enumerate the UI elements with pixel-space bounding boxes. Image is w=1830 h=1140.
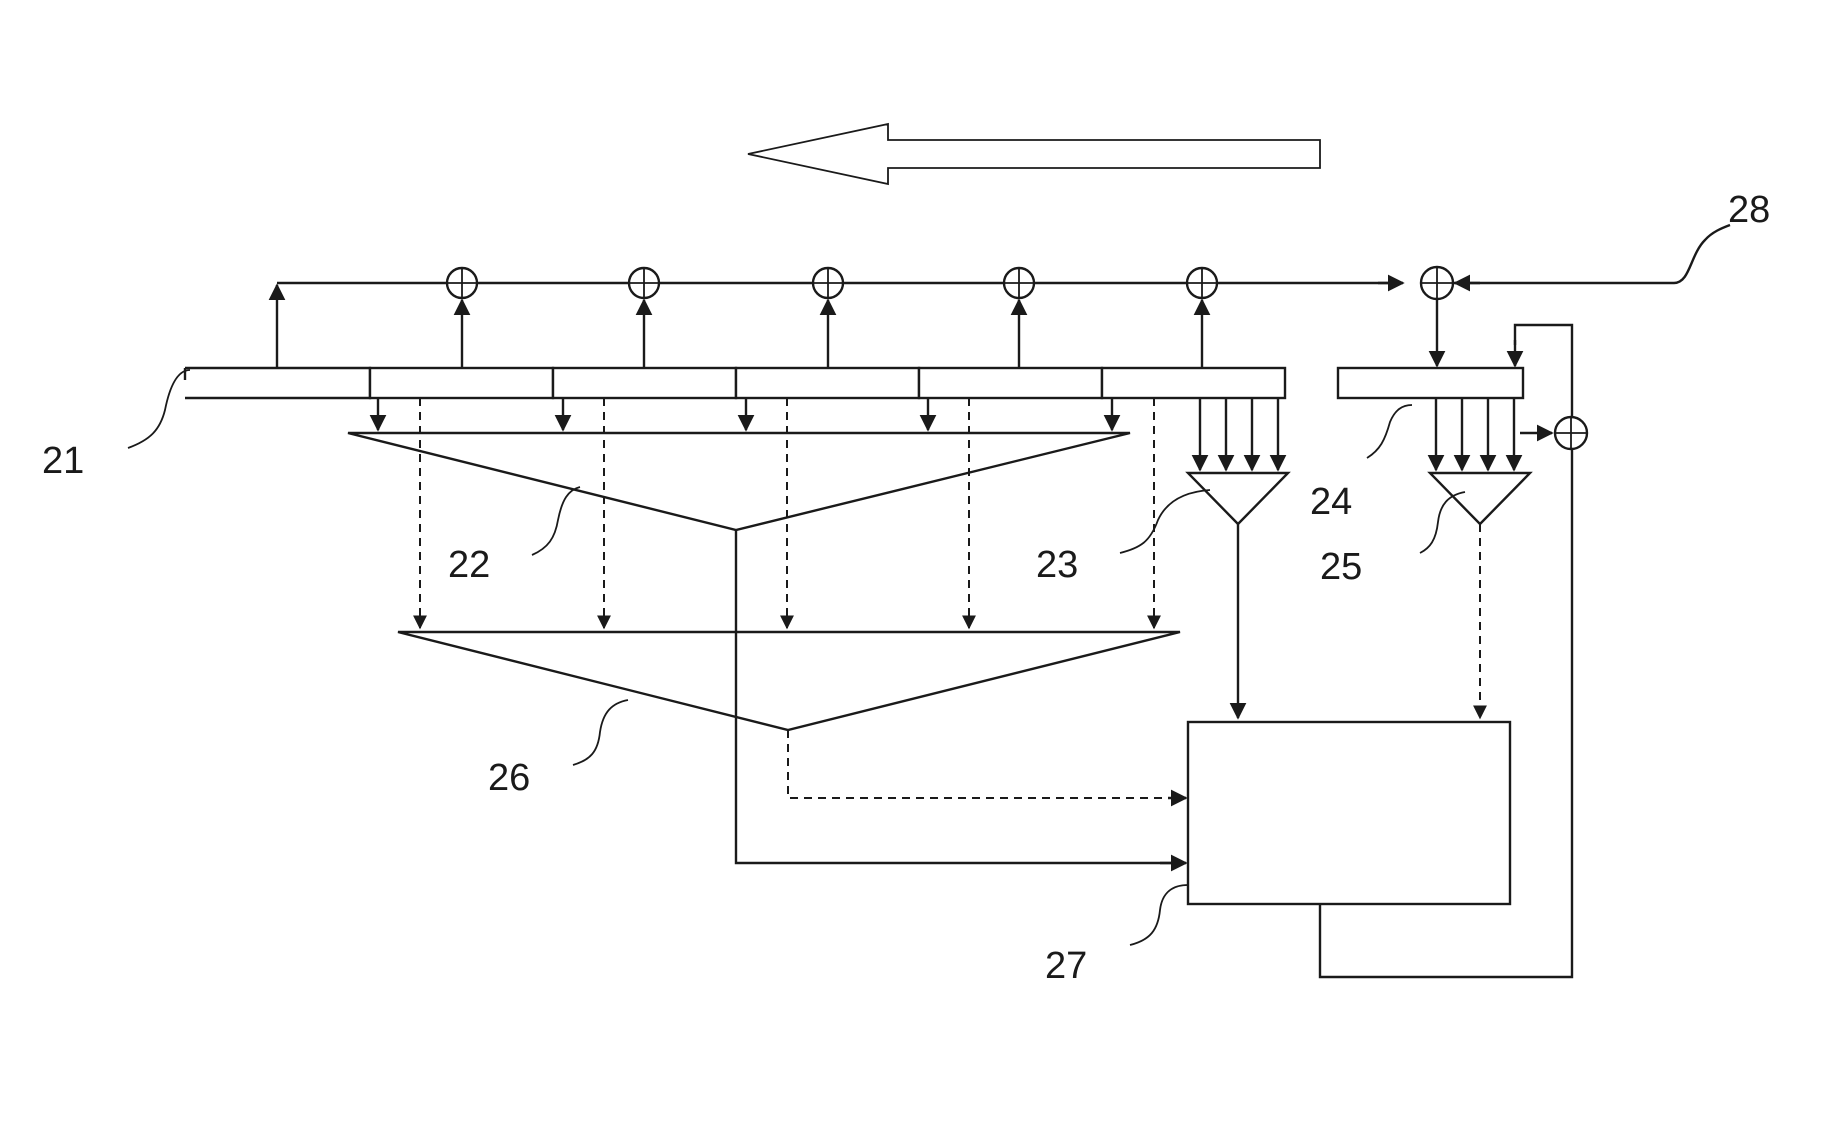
- processing-block-27: [1188, 722, 1510, 904]
- label-23: 23: [1036, 544, 1078, 586]
- delay-line-21: [185, 368, 1285, 398]
- adder-4: [1004, 268, 1034, 298]
- adder-3: [813, 268, 843, 298]
- delay-cell-4: [919, 368, 1102, 398]
- delay-cell-2: [553, 368, 736, 398]
- label-22: 22: [448, 544, 490, 586]
- label-26: 26: [488, 757, 530, 799]
- summer-23: [1188, 473, 1288, 524]
- summer-22: [348, 433, 1130, 530]
- delay-cell-1: [370, 368, 553, 398]
- adder-side: [1555, 417, 1587, 449]
- label-28: 28: [1728, 189, 1770, 231]
- label-24: 24: [1310, 481, 1352, 523]
- summer-26: [398, 632, 1180, 730]
- summer-25: [1430, 473, 1530, 524]
- adder-input: [1421, 267, 1453, 299]
- label-25: 25: [1320, 546, 1362, 588]
- delay-cell-3: [736, 368, 919, 398]
- adder-5: [1187, 268, 1217, 298]
- shift-direction-arrow: [748, 124, 1320, 184]
- register-24: [1338, 368, 1523, 398]
- adder-2: [629, 268, 659, 298]
- delay-cell-5: [1102, 368, 1285, 398]
- adder-1: [447, 268, 477, 298]
- label-27: 27: [1045, 945, 1087, 987]
- label-21: 21: [42, 440, 84, 482]
